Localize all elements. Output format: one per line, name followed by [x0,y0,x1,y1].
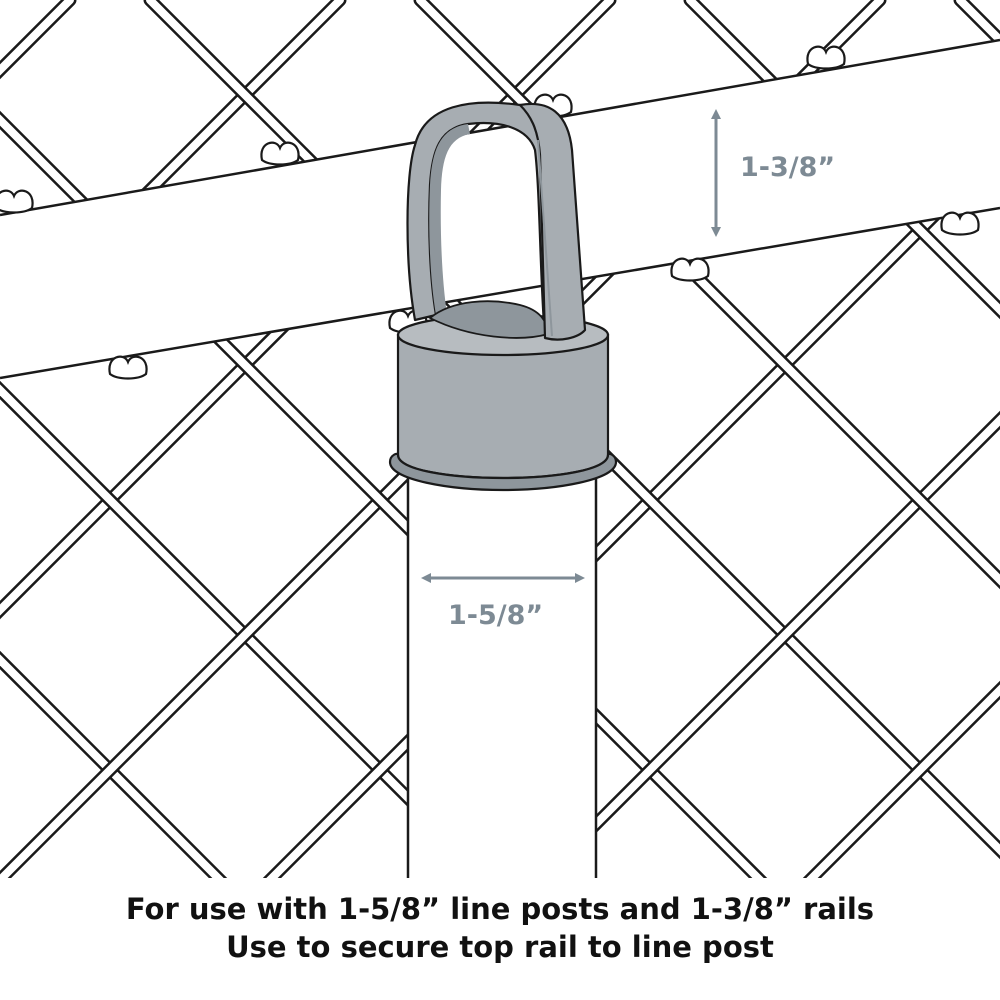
mesh-wire-fill [806,684,1000,878]
mesh-knuckle [108,355,148,380]
line-post [406,470,598,880]
mesh-knuckle [0,189,34,214]
mesh-knuckle [260,141,300,166]
mesh-knuckle [806,45,846,70]
top-rail [0,38,1000,380]
mesh-wire-fill [0,0,344,346]
mesh-knuckle [670,257,710,282]
rail-dimension: 1-3/8” [711,109,835,237]
caption-line-2: Use to secure top rail to line post [226,930,774,964]
rail-dimension-label: 1-3/8” [740,152,835,183]
loop-cap-fitting [388,101,618,492]
post-dimension: 1-5/8” [421,573,585,631]
mesh-wire-fill [0,0,880,1000]
mesh-wire-fill [0,654,224,878]
caption-line-1: For use with 1-5/8” line posts and 1-3/8… [125,892,875,926]
caption: For use with 1-5/8” line posts and 1-3/8… [0,890,1000,966]
mesh-knuckle [940,211,980,236]
post-dimension-label: 1-5/8” [448,600,543,631]
